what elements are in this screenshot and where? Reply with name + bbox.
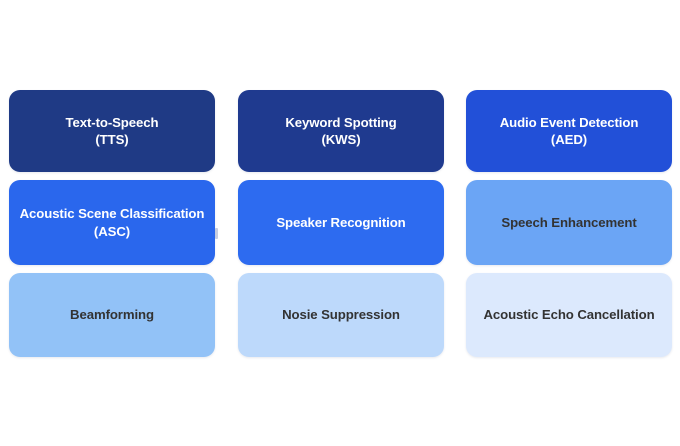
card-beamforming[interactable]: Beamforming: [9, 273, 215, 357]
card-acoustic-echo-cancellation[interactable]: Acoustic Echo Cancellation: [466, 273, 672, 357]
card-speaker-recognition[interactable]: Speaker Recognition: [238, 180, 444, 265]
card-noise-suppression[interactable]: Nosie Suppression: [238, 273, 444, 357]
card-label-tts: Text-to-Speech (TTS): [65, 114, 159, 147]
card-label-asc: Acoustic Scene Classification (ASC): [19, 206, 205, 239]
card-label-speech-enhancement: Speech Enhancement: [501, 214, 637, 230]
card-label-speaker-recognition: Speaker Recognition: [276, 214, 406, 230]
card-asc[interactable]: Acoustic Scene Classification (ASC): [9, 180, 215, 265]
card-label-acoustic-echo-cancellation: Acoustic Echo Cancellation: [483, 307, 655, 323]
card-tts[interactable]: Text-to-Speech (TTS): [9, 90, 215, 172]
card-label-aed: Audio Event Detection (AED): [499, 114, 639, 147]
card-kws[interactable]: Keyword Spotting (KWS): [238, 90, 444, 172]
card-label-noise-suppression: Nosie Suppression: [282, 307, 400, 323]
card-label-beamforming: Beamforming: [70, 307, 154, 323]
card-label-kws: Keyword Spotting (KWS): [285, 114, 397, 147]
card-speech-enhancement[interactable]: Speech Enhancement: [466, 180, 672, 265]
edge-artifact: [215, 228, 218, 239]
card-aed[interactable]: Audio Event Detection (AED): [466, 90, 672, 172]
